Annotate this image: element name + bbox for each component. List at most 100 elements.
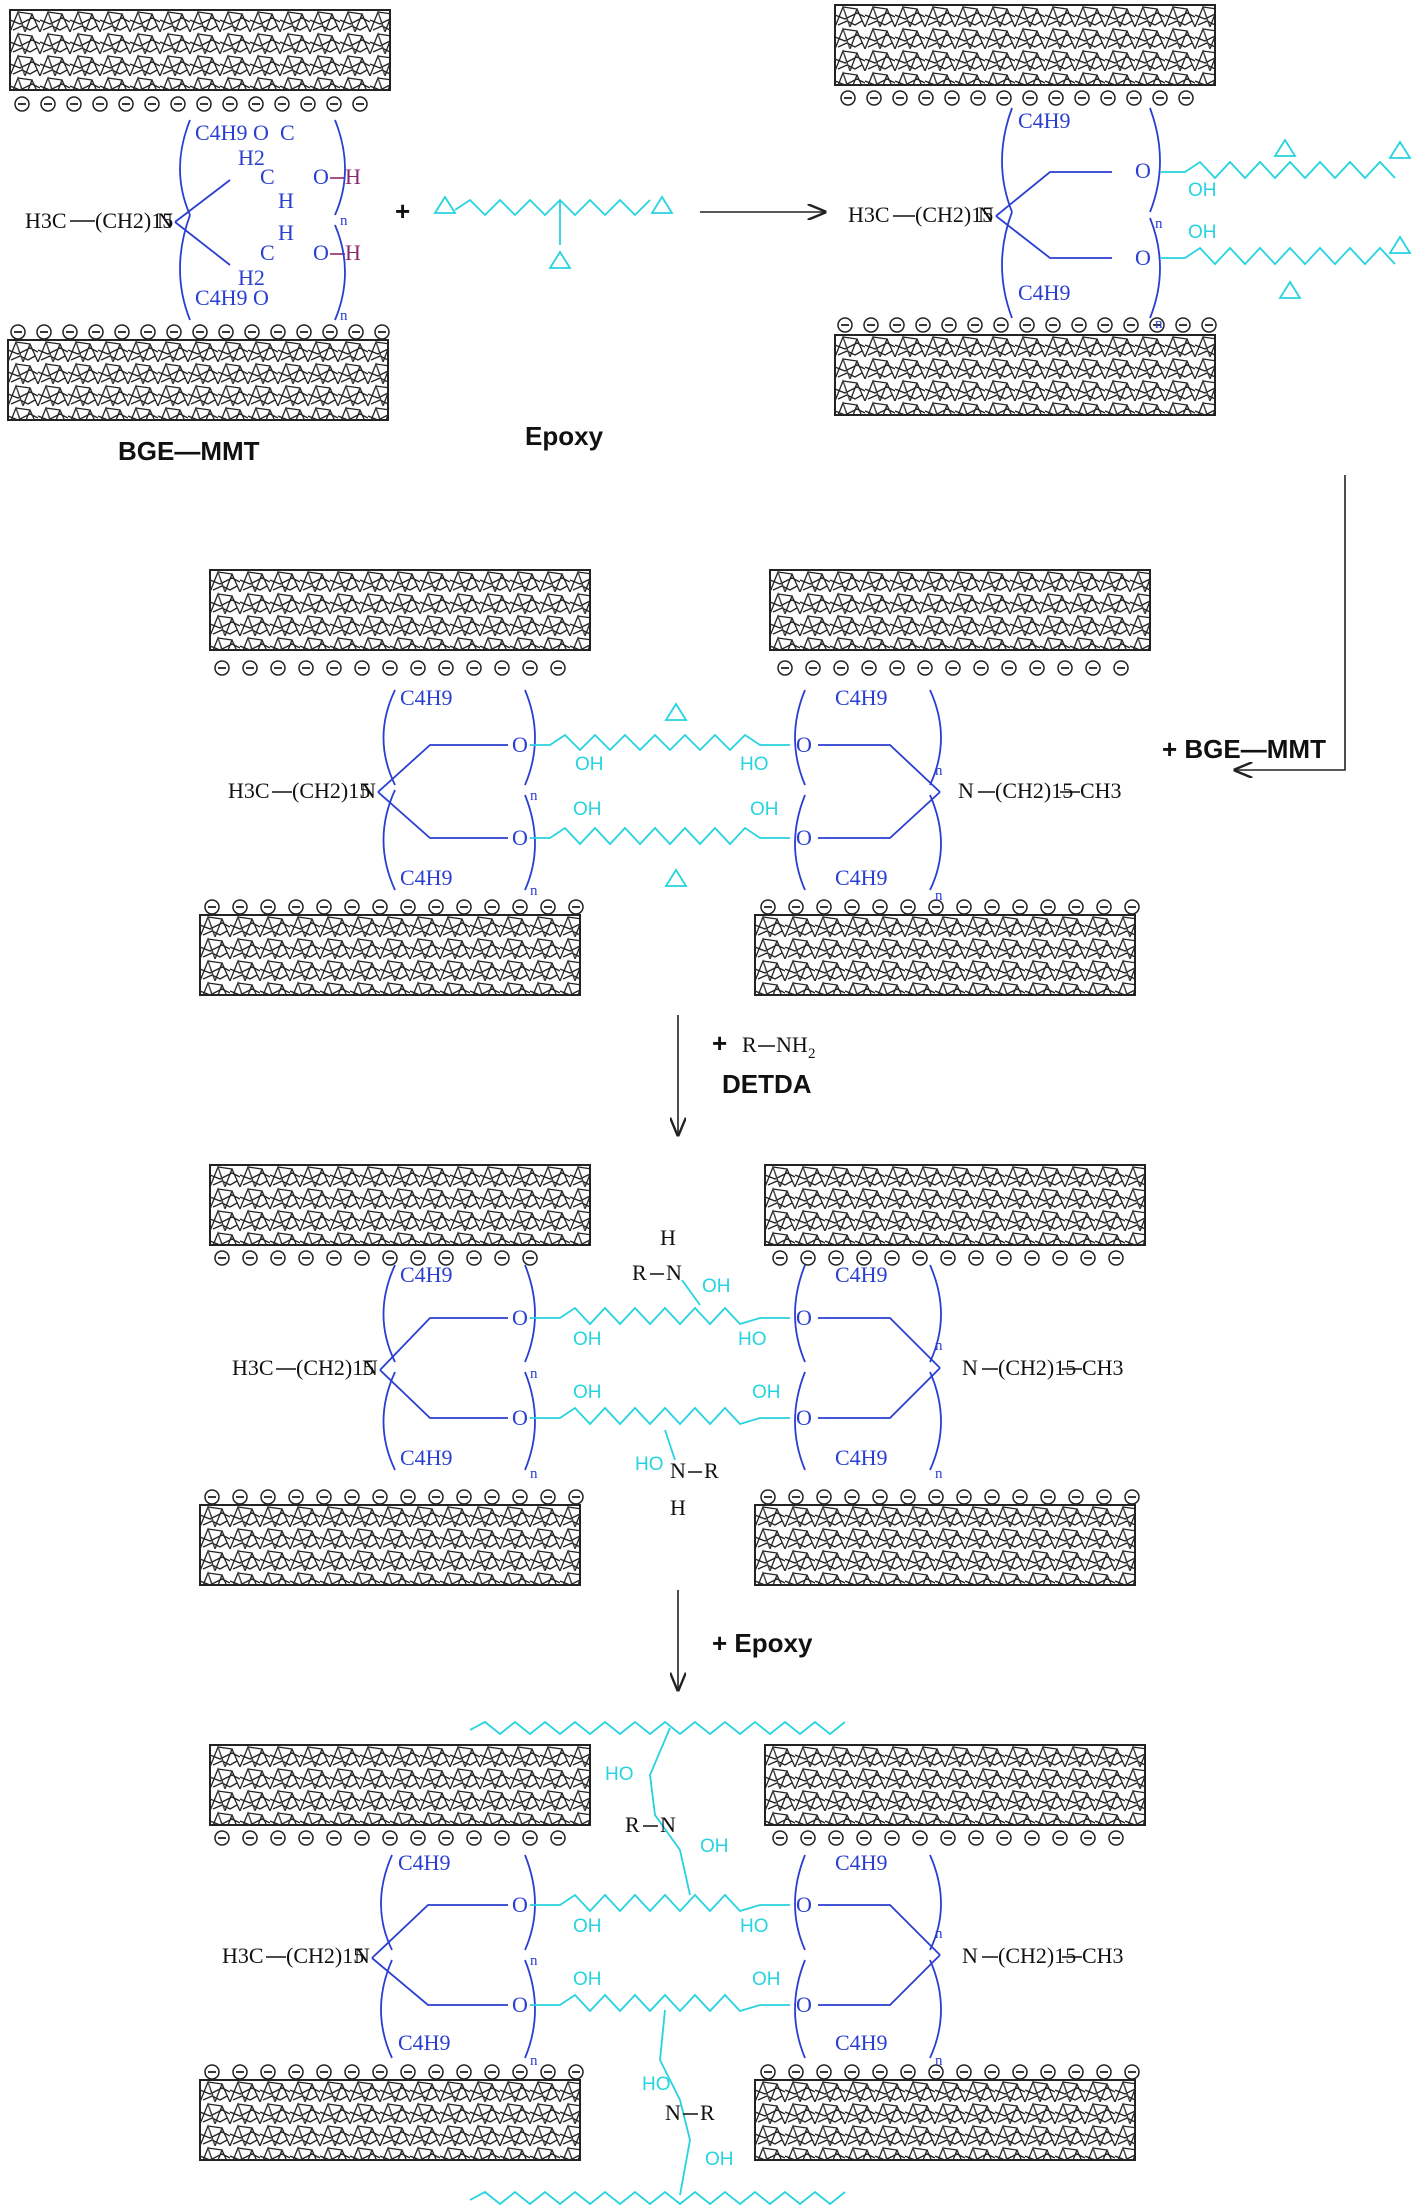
clay-layer-icon: [754, 914, 1136, 996]
clay-layer-icon: [834, 334, 1216, 416]
amine-r: R: [632, 1260, 647, 1285]
hydroxyl-label: OH: [705, 2149, 734, 2170]
epoxide-ring-icon: [549, 251, 571, 269]
epoxide-ring-icon: [665, 703, 687, 721]
nitrogen-atom: N: [354, 1943, 370, 1968]
nitrogen-atom: N: [157, 208, 173, 233]
clay-layer-icon: [754, 1504, 1136, 1586]
clay-layer-icon: [7, 339, 389, 421]
clay-layer-icon: [199, 914, 581, 996]
alkyl-chain: (CH2)15: [995, 778, 1073, 803]
linker-oxygen: O: [796, 732, 812, 757]
epoxy-network-chain: [469, 2190, 846, 2205]
repeat-n: n: [935, 1338, 943, 1354]
hydroxyl-label: OH: [752, 1382, 781, 1403]
repeat-n: n: [935, 1466, 943, 1482]
clay-layer-icon: [764, 1744, 1146, 1826]
amine-nh: NH: [776, 1032, 808, 1057]
clay-layer-icon: [199, 1504, 581, 1586]
reaction-arrow-icon: [1235, 475, 1346, 770]
clay-layer-icon: [754, 2079, 1136, 2161]
methine-h: H: [278, 220, 294, 245]
nitrogen-atom: N: [962, 1355, 978, 1380]
repeat-n: n: [530, 1466, 538, 1482]
methyl-group: CH3: [1082, 1355, 1124, 1380]
butyl-ether-group: C4H9: [400, 865, 453, 890]
methyl-group: H3C: [232, 1355, 274, 1380]
methyl-group: H3C: [25, 208, 67, 233]
alkyl-chain: (CH2)15: [998, 1355, 1076, 1380]
hydroxyl-label: OH: [573, 1916, 602, 1937]
alkyl-chain: (CH2)15: [286, 1943, 364, 1968]
hydroxyl-h: H: [345, 240, 361, 265]
amine-nitrogen: N: [660, 1812, 676, 1837]
hydroxyl-label: OH: [750, 799, 779, 820]
butyl-ether-group: C4H9: [400, 1445, 453, 1470]
bge-mmt-label: BGE—MMT: [118, 436, 260, 466]
hydroxyl-oxygen: O: [313, 240, 329, 265]
methylene-h2: H2: [238, 145, 265, 170]
amine-r: R: [700, 2100, 715, 2125]
butyl-ether-group: C4H9: [400, 1262, 453, 1287]
amine-r: R: [625, 1812, 640, 1837]
butyl-ether-group: C4H9: [835, 2030, 888, 2055]
hydroxyl-h: H: [345, 164, 361, 189]
epoxide-ring-icon: [1389, 141, 1411, 159]
panel-network: H3C (CH2)15 N C4H9 C4H9 O O n n HO OH OH…: [199, 1720, 1146, 2205]
epoxide-ring-icon: [1274, 139, 1296, 157]
linker-oxygen: O: [796, 1892, 812, 1917]
repeat-n: n: [1155, 316, 1163, 332]
nitrogen-atom: N: [978, 202, 994, 227]
amine-h: H: [660, 1225, 676, 1250]
butyl-ether-group: C4H9: [400, 685, 453, 710]
butyl-ether-group: C4H9: [1018, 108, 1071, 133]
epoxy-label: Epoxy: [525, 421, 604, 451]
hydroxyl-label: OH: [573, 799, 602, 820]
hydroxyl-label: HO: [642, 2074, 671, 2095]
methyl-group: H3C: [222, 1943, 264, 1968]
epoxide-ring-icon: [651, 196, 673, 214]
clay-layer-icon: [764, 1164, 1146, 1246]
panel-reactants: H3C (CH2)15 N C4H9 O C H2 C H O H n C H …: [7, 9, 825, 466]
repeat-n: n: [340, 213, 348, 229]
nitrogen-atom: N: [362, 1355, 378, 1380]
alkyl-chain: (CH2)15: [95, 208, 173, 233]
hydroxyl-label: HO: [740, 1916, 769, 1937]
butyl-ether-group: C4H9: [195, 120, 248, 145]
butyl-ether-group: C4H9: [835, 1445, 888, 1470]
repeat-n: n: [935, 888, 943, 904]
clay-layer-icon: [769, 569, 1151, 651]
hydroxyl-label: HO: [740, 754, 769, 775]
nitrogen-atom: N: [360, 778, 376, 803]
amine-h: H: [670, 1495, 686, 1520]
hydroxyl-label: OH: [1188, 222, 1217, 243]
methine-carbon: C: [260, 240, 275, 265]
butyl-ether-group: C4H9: [398, 1850, 451, 1875]
amine-r: R: [704, 1458, 719, 1483]
alkyl-chain: (CH2)15: [292, 778, 370, 803]
ether-oxygen: O: [253, 285, 269, 310]
nitrogen-atom: N: [962, 1943, 978, 1968]
repeat-n: n: [530, 1366, 538, 1382]
step2-reagent-label: + BGE—MMT: [1162, 734, 1326, 764]
amine-nitrogen: N: [670, 1458, 686, 1483]
repeat-n: n: [935, 1926, 943, 1942]
methyl-group: H3C: [848, 202, 890, 227]
hydroxyl-label: OH: [1188, 180, 1217, 201]
hydroxyl-label: OH: [573, 1969, 602, 1990]
hydroxyl-label: HO: [635, 1454, 664, 1475]
linker-oxygen: O: [512, 1405, 528, 1430]
linker-oxygen: O: [796, 825, 812, 850]
epoxy-monomer: [434, 196, 673, 269]
ether-oxygen: O: [253, 120, 269, 145]
repeat-n: n: [530, 788, 538, 804]
hydroxyl-label: OH: [575, 754, 604, 775]
repeat-n: n: [530, 2053, 538, 2069]
amine-nitrogen: N: [665, 2100, 681, 2125]
butyl-ether-group: C4H9: [195, 285, 248, 310]
hydroxyl-label: OH: [752, 1969, 781, 1990]
clay-layer-icon: [209, 1744, 591, 1826]
butyl-ether-group: C4H9: [398, 2030, 451, 2055]
butyl-ether-group: C4H9: [835, 685, 888, 710]
